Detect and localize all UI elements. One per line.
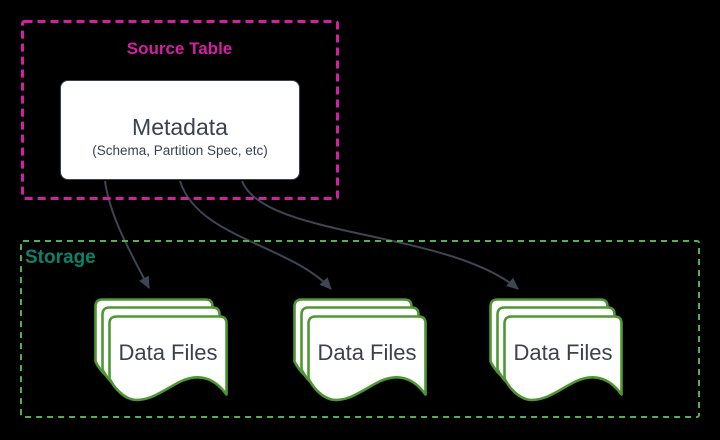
arrow-metadata-to-datafiles-1 <box>104 180 150 289</box>
data-files-stack-2: Data Files <box>293 298 427 402</box>
data-files-stack-3: Data Files <box>489 298 623 402</box>
metadata-title: Metadata <box>132 114 228 140</box>
arrow-metadata-to-datafiles-2 <box>179 180 332 290</box>
storage-label: Storage <box>25 247 96 268</box>
data-files-label: Data Files <box>118 340 217 365</box>
source-table-group-border <box>21 20 339 200</box>
storage-group-border <box>20 240 700 418</box>
data-files-stack-1: Data Files <box>94 298 228 402</box>
document-stack-icon <box>293 298 427 402</box>
metadata-box: Metadata (Schema, Partition Spec, etc) <box>60 80 300 180</box>
document-stack-icon <box>489 298 623 402</box>
metadata-subtitle: (Schema, Partition Spec, etc) <box>92 143 268 158</box>
arrow-metadata-to-datafiles-3 <box>241 180 519 290</box>
data-files-label: Data Files <box>317 340 416 365</box>
document-stack-icon <box>94 298 228 402</box>
data-files-label: Data Files <box>513 340 612 365</box>
source-table-label: Source Table <box>126 39 233 58</box>
